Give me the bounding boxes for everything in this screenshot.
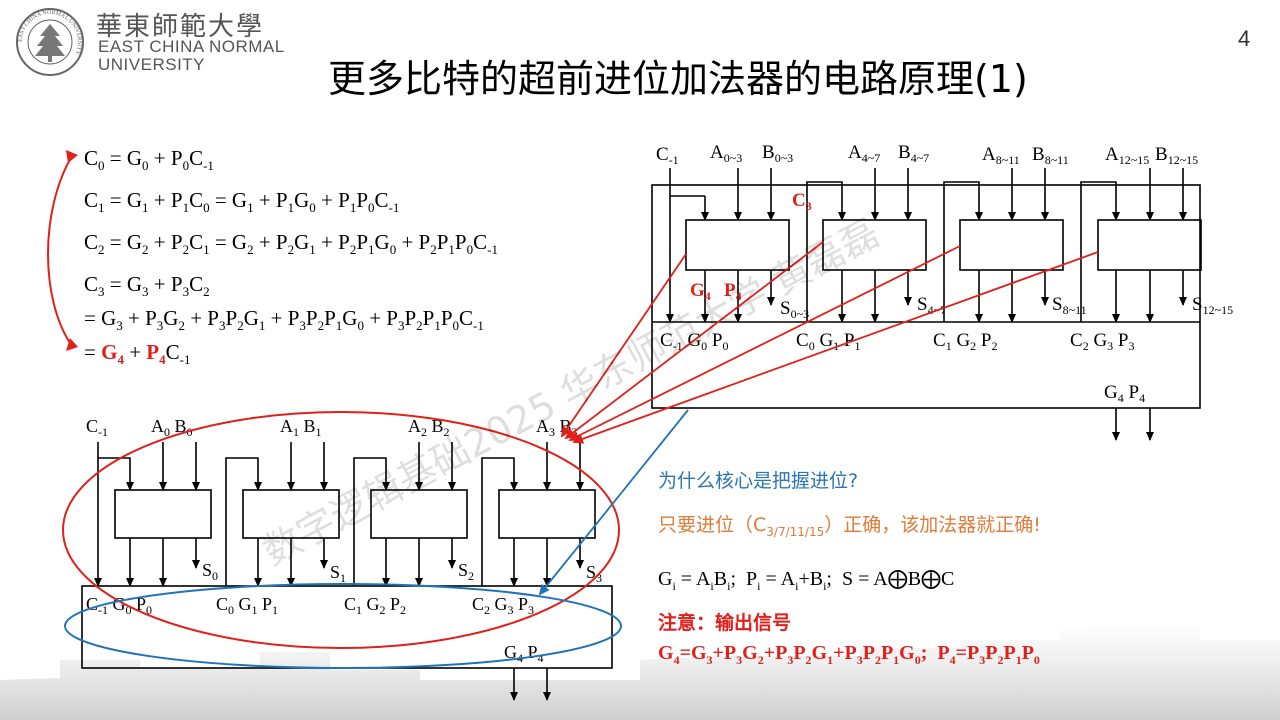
logo-english-line2: UNIVERSITY — [98, 55, 206, 74]
svg-text:C2 G3 P3: C2 G3 P3 — [472, 594, 534, 617]
svg-text:S4~7: S4~7 — [917, 294, 946, 317]
top-adder-block-3 — [1097, 219, 1202, 271]
gp-definition: Gi = AiBi; Pi = Ai+Bi; S = A⨁B⨁C — [658, 568, 955, 593]
svg-text:A0~3: A0~3 — [710, 142, 742, 165]
svg-text:C2 G3 P3: C2 G3 P3 — [1070, 330, 1135, 353]
equation-link-arrow — [47, 155, 73, 347]
logo-english-line1: EAST CHINA NORMAL — [98, 37, 285, 56]
top-carry-c3: C3 — [792, 190, 812, 213]
svg-text:B4~7: B4~7 — [898, 142, 929, 165]
svg-text:B12~15: B12~15 — [1155, 144, 1198, 167]
bottom-adder-block-3 — [498, 489, 596, 539]
svg-text:C0 G1 P1: C0 G1 P1 — [216, 594, 278, 617]
red-mapping-arrows — [560, 241, 1099, 444]
equation-c3: C3 = G3 + P3C2 — [84, 272, 210, 300]
bottom-adder-block-0 — [114, 489, 212, 539]
top-outer-box — [651, 184, 1201, 409]
svg-text:A4~7: A4~7 — [848, 142, 880, 165]
g4-p4-formula: G4=G3+P3G2+P3P2G1+P3P2P1G0; P4=P3P2P1P0 — [658, 642, 1040, 667]
equation-c1: C1 = G1 + P1C0 = G1 + P1G0 + P1P0C-1 — [84, 188, 400, 216]
equation-c3-group: = G4 + P4C-1 — [84, 340, 191, 368]
svg-text:S1: S1 — [330, 562, 346, 585]
page-number: 4 — [1238, 26, 1251, 51]
question-text: 为什么核心是把握进位? — [658, 470, 859, 492]
svg-text:S0: S0 — [202, 560, 218, 583]
svg-text:C1 G2 P2: C1 G2 P2 — [933, 330, 998, 353]
svg-text:A2 B2: A2 B2 — [408, 416, 450, 439]
svg-text:S12~15: S12~15 — [1192, 294, 1233, 317]
bottom-circuit-labels: C-1 A0 B0 A1 B1 A2 B2 A3 B3 S0 S1 S2 S3 … — [86, 416, 602, 665]
blue-highlight-ellipse — [64, 583, 622, 669]
svg-text:A12~15: A12~15 — [1105, 144, 1149, 167]
svg-text:B8~11: B8~11 — [1032, 144, 1069, 167]
campus-background — [0, 620, 1280, 720]
svg-text:G4 P4: G4 P4 — [1104, 382, 1145, 405]
equation-c2: C2 = G2 + P2C1 = G2 + P2G1 + P2P1G0 + P2… — [84, 230, 498, 258]
note-output-signal: 注意：输出信号 — [658, 612, 792, 634]
svg-text:A1 B1: A1 B1 — [280, 416, 322, 439]
top-input-c-1: C-1 — [656, 144, 679, 167]
equation-c3-expanded: = G3 + P3G2 + P3P2G1 + P3P2P1G0 + P3P2P1… — [84, 306, 484, 334]
svg-text:C-1: C-1 — [86, 416, 108, 439]
slide-title: 更多比特的超前进位加法器的电路原理(1) — [328, 57, 1028, 101]
university-seal-logo: EAST CHINA NORMAL UNIVERSITY — [16, 8, 84, 76]
svg-text:S2: S2 — [458, 560, 474, 583]
answer-text: 只要进位（C3/7/11/15）正确，该加法器就正确! — [658, 514, 1041, 539]
svg-text:C1 G2 P2: C1 G2 P2 — [344, 594, 406, 617]
top-adder-block-2 — [959, 219, 1064, 271]
logo-chinese-name: 華東師範大學 — [96, 12, 265, 42]
svg-text:G4 P4: G4 P4 — [504, 642, 544, 665]
top-circuit-labels: C-1 A0~3 B0~3 A4~7 B4~7 A8~11 B8~11 A12~… — [656, 142, 1233, 405]
svg-text:B0~3: B0~3 — [762, 142, 793, 165]
blue-mapping-arrow — [538, 409, 689, 596]
svg-text:A8~11: A8~11 — [982, 144, 1020, 167]
red-highlight-ellipse — [62, 411, 620, 649]
equation-c0: C0 = G0 + P0C-1 — [84, 146, 214, 174]
